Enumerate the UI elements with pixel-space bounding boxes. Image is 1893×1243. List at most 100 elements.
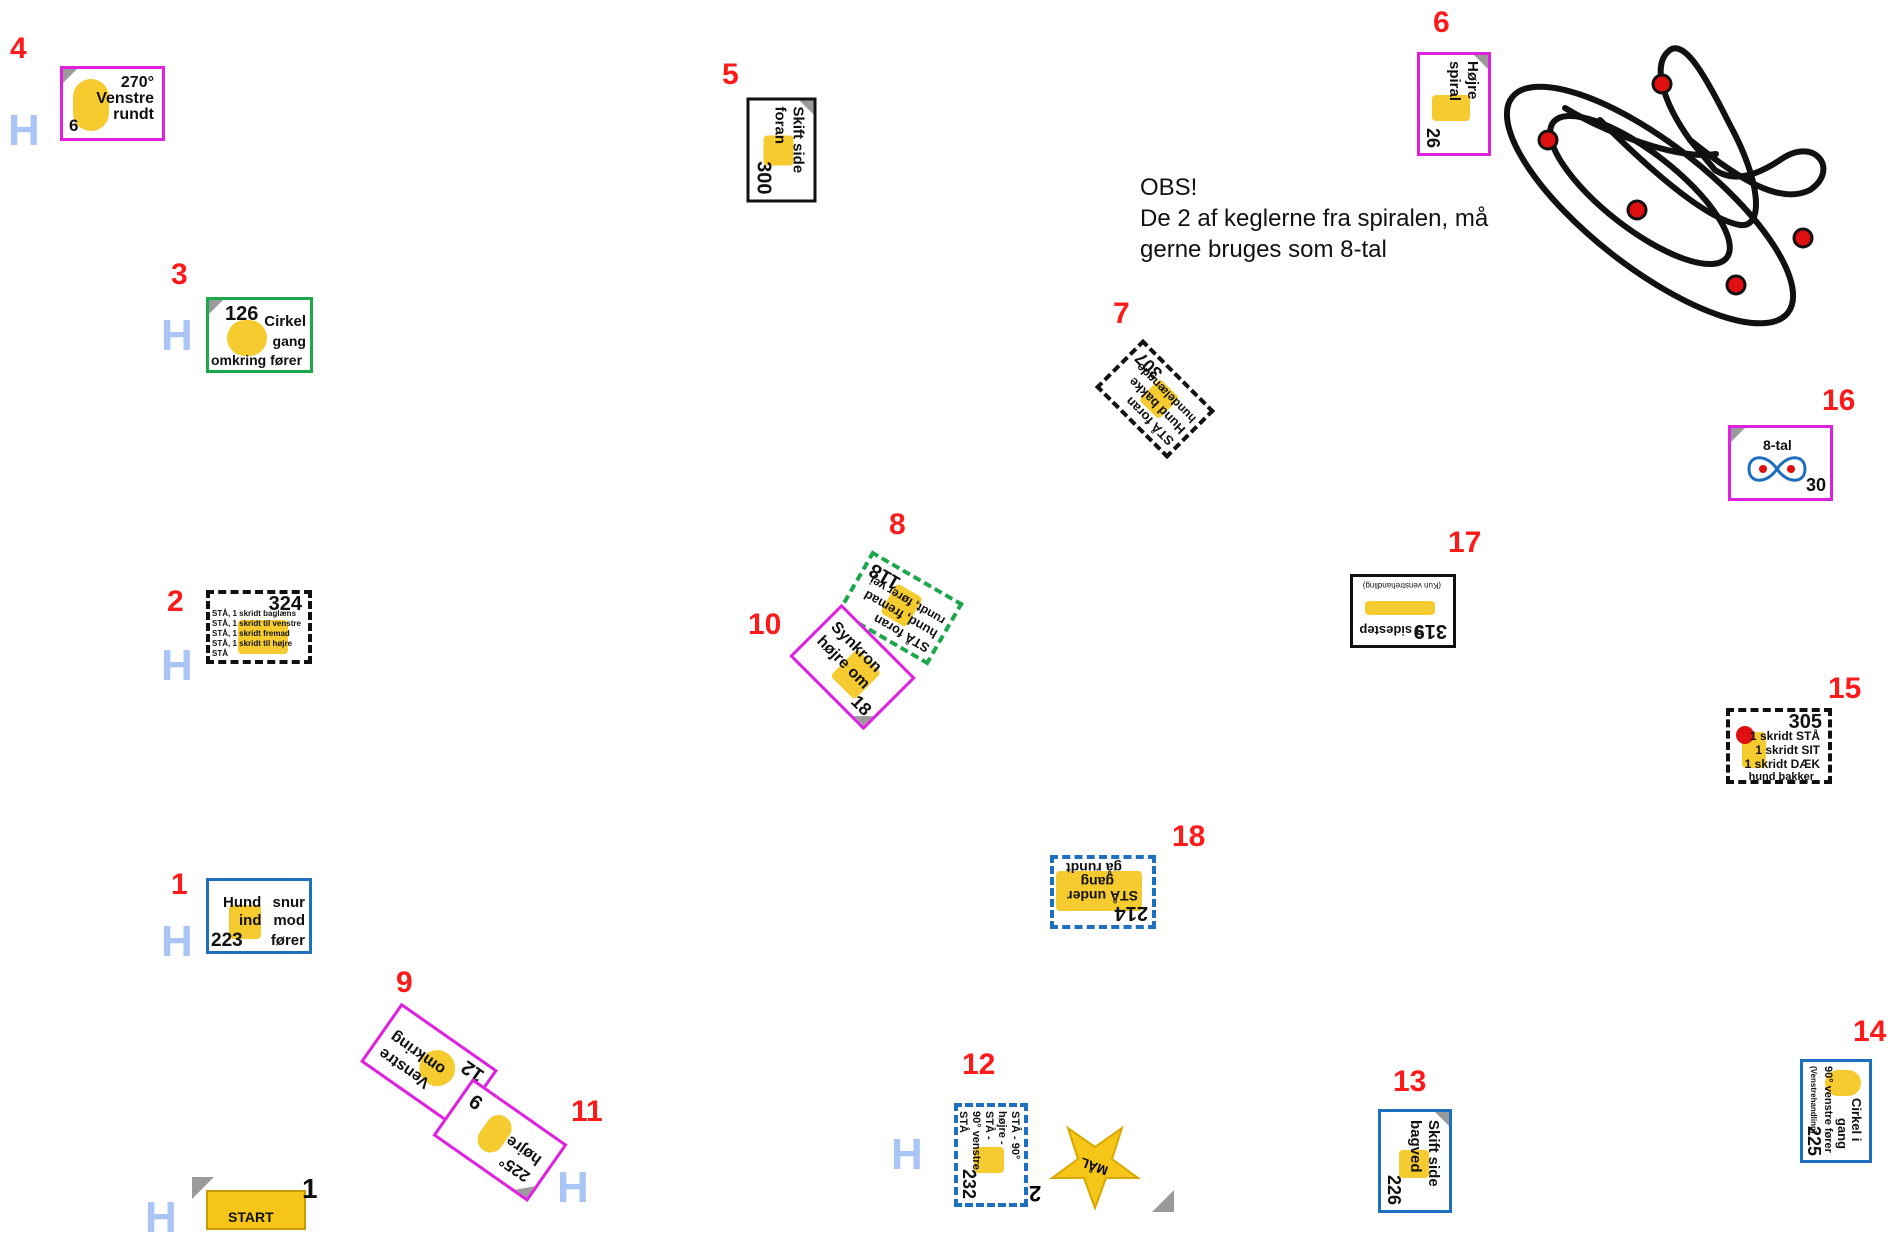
sign-text: højre -: [996, 1111, 1007, 1145]
station-number-14: 14: [1853, 1015, 1886, 1049]
station-number-2: 2: [167, 585, 184, 619]
sign-stand-sit-down-back: 305 1 skridt STÅ 1 skridt SIT 1 skridt D…: [1726, 708, 1832, 784]
station-number-6: 6: [1433, 6, 1450, 40]
start-number: 1: [302, 1175, 318, 1203]
sign-text: gå rundt: [1066, 861, 1122, 875]
sign-270-left-turn: 270° Venstre rundt 6: [60, 66, 165, 141]
handler-marker: H: [161, 641, 193, 691]
sign-text: mod: [273, 913, 305, 928]
sign-stand-steps-sequence: 324 STÅ, 1 skridt baglæns STÅ, 1 skridt …: [206, 590, 312, 664]
sign-text: 1 skridt DÆK: [1745, 758, 1820, 770]
sign-text: STÅ: [212, 650, 228, 658]
sign-dog-turns-toward-handler: Hund snur ind mod 223 fører: [206, 878, 312, 954]
note-line: De 2 af keglerne fra spiralen, må: [1140, 203, 1488, 234]
corner-marker: [1152, 1190, 1174, 1212]
sign-text: snur: [272, 895, 305, 910]
spiral-cone-diagram: [1490, 30, 1860, 345]
station-number-10: 10: [748, 608, 781, 642]
station-number-11: 11: [571, 1095, 603, 1129]
sign-text: STÅ: [957, 1111, 968, 1133]
sign-text: STÅ, 1 skridt baglæns: [212, 610, 296, 618]
station-number-12: 12: [962, 1048, 995, 1082]
sign-text: hund bakker: [1749, 772, 1814, 783]
sign-number: 300: [754, 161, 774, 194]
handler-marker: H: [557, 1163, 589, 1213]
sign-number: 126: [225, 304, 258, 324]
sign-right-spiral: Højre spiral 26: [1417, 52, 1491, 156]
sign-change-side-front: Skift side foran 300: [747, 98, 817, 203]
station-number-7: 7: [1113, 297, 1130, 331]
sign-text: Venstre: [96, 91, 154, 107]
station-number-15: 15: [1828, 672, 1861, 706]
station-number-13: 13: [1393, 1065, 1426, 1099]
circle-arrow-icon: [227, 320, 267, 356]
start-sign: START: [206, 1190, 306, 1230]
figure-eight-icon: [1745, 452, 1809, 486]
sign-text: Højre: [1465, 61, 1480, 99]
sign-number: 26: [1424, 128, 1442, 148]
station-number-3: 3: [171, 258, 188, 292]
sign-text: STÅ - 90°: [1009, 1111, 1020, 1159]
sign-text: ind: [239, 913, 262, 928]
sign-number: 232: [960, 1169, 978, 1199]
station-number-5: 5: [722, 58, 739, 92]
sign-circle-around-handler: 126 Cirkel gang omkring fører: [206, 297, 313, 373]
sign-text: 1 skridt STÅ: [1750, 730, 1820, 742]
sign-text: gang: [273, 334, 306, 348]
station-number-8: 8: [889, 508, 906, 542]
sign-text: STÅ, 1 skridt fremad: [212, 630, 290, 638]
sign-text: fører: [271, 933, 305, 948]
sign-text: Hund: [223, 895, 261, 910]
sign-number: 6: [69, 117, 78, 134]
sign-stand-90-right-90-left: STÅ - 90° højre - STÅ - 90° venstre - ST…: [954, 1103, 1028, 1207]
sign-text: bagved: [1408, 1120, 1423, 1173]
sign-number: 214: [1115, 903, 1148, 923]
cone-icon: [1727, 276, 1745, 294]
sign-stand-walk-around: 214 STÅ under gang gå rundt: [1050, 855, 1156, 929]
sign-text: (Kun venstrehandling): [1363, 581, 1441, 589]
sign-text: gang: [1836, 1118, 1849, 1149]
sign-text: STÅ -: [983, 1111, 994, 1140]
station-number-17: 17: [1448, 526, 1481, 560]
sign-circle-90-left: Cirkel i gang 90° venstre fører (Venstre…: [1800, 1059, 1872, 1163]
station-number-4: 4: [10, 32, 27, 66]
sign-number: 30: [1806, 476, 1826, 494]
sign-text: Cirkel i: [1850, 1098, 1863, 1141]
sign-text: 270°: [121, 75, 154, 91]
station-number-16: 16: [1822, 384, 1855, 418]
cone-icon: [1628, 201, 1646, 219]
corner-marker: [209, 300, 223, 314]
sign-text: spiral: [1447, 61, 1462, 101]
sign-number: 225: [1805, 1126, 1823, 1156]
finish-number: 2: [1029, 1182, 1041, 1204]
sign-change-side-behind: Skift side bagved 226: [1378, 1109, 1452, 1213]
sign-three-sidesteps: 319 3 sidestep (Kun venstrehandling): [1350, 574, 1456, 648]
corner-marker: [63, 69, 77, 83]
sign-text: 8-tal: [1763, 438, 1792, 452]
note-line: gerne bruges som 8-tal: [1140, 234, 1488, 265]
sign-text: STÅ, 1 skridt til højre: [212, 640, 292, 648]
sign-text: 1 skridt SIT: [1755, 744, 1820, 756]
sign-figure-eight: 8-tal 30: [1728, 425, 1833, 501]
sign-text: rundt: [113, 107, 154, 123]
sidestep-arrows-icon: [1365, 601, 1435, 615]
station-number-9: 9: [396, 966, 413, 1000]
sign-text: Skift side: [791, 107, 806, 174]
sign-number: 226: [1385, 1175, 1403, 1205]
note-title: OBS!: [1140, 172, 1488, 203]
sign-text: STÅ under: [1067, 889, 1138, 903]
corner-marker: [1731, 428, 1745, 442]
start-label: START: [228, 1210, 274, 1224]
station-number-1: 1: [171, 868, 188, 902]
sign-text: omkring fører: [211, 353, 302, 367]
sign-text: Skift side: [1426, 1120, 1441, 1187]
handler-marker: H: [161, 311, 193, 361]
sign-text: foran: [773, 107, 788, 145]
cone-icon: [1653, 75, 1671, 93]
sign-text: gang: [1081, 875, 1114, 889]
handler-marker: H: [8, 106, 40, 156]
sign-text: (Venstrehandling): [1809, 1066, 1817, 1134]
station-number-18: 18: [1172, 820, 1205, 854]
handler-marker: H: [161, 917, 193, 967]
sign-text: STÅ, 1 skridt til venstre: [212, 620, 301, 628]
